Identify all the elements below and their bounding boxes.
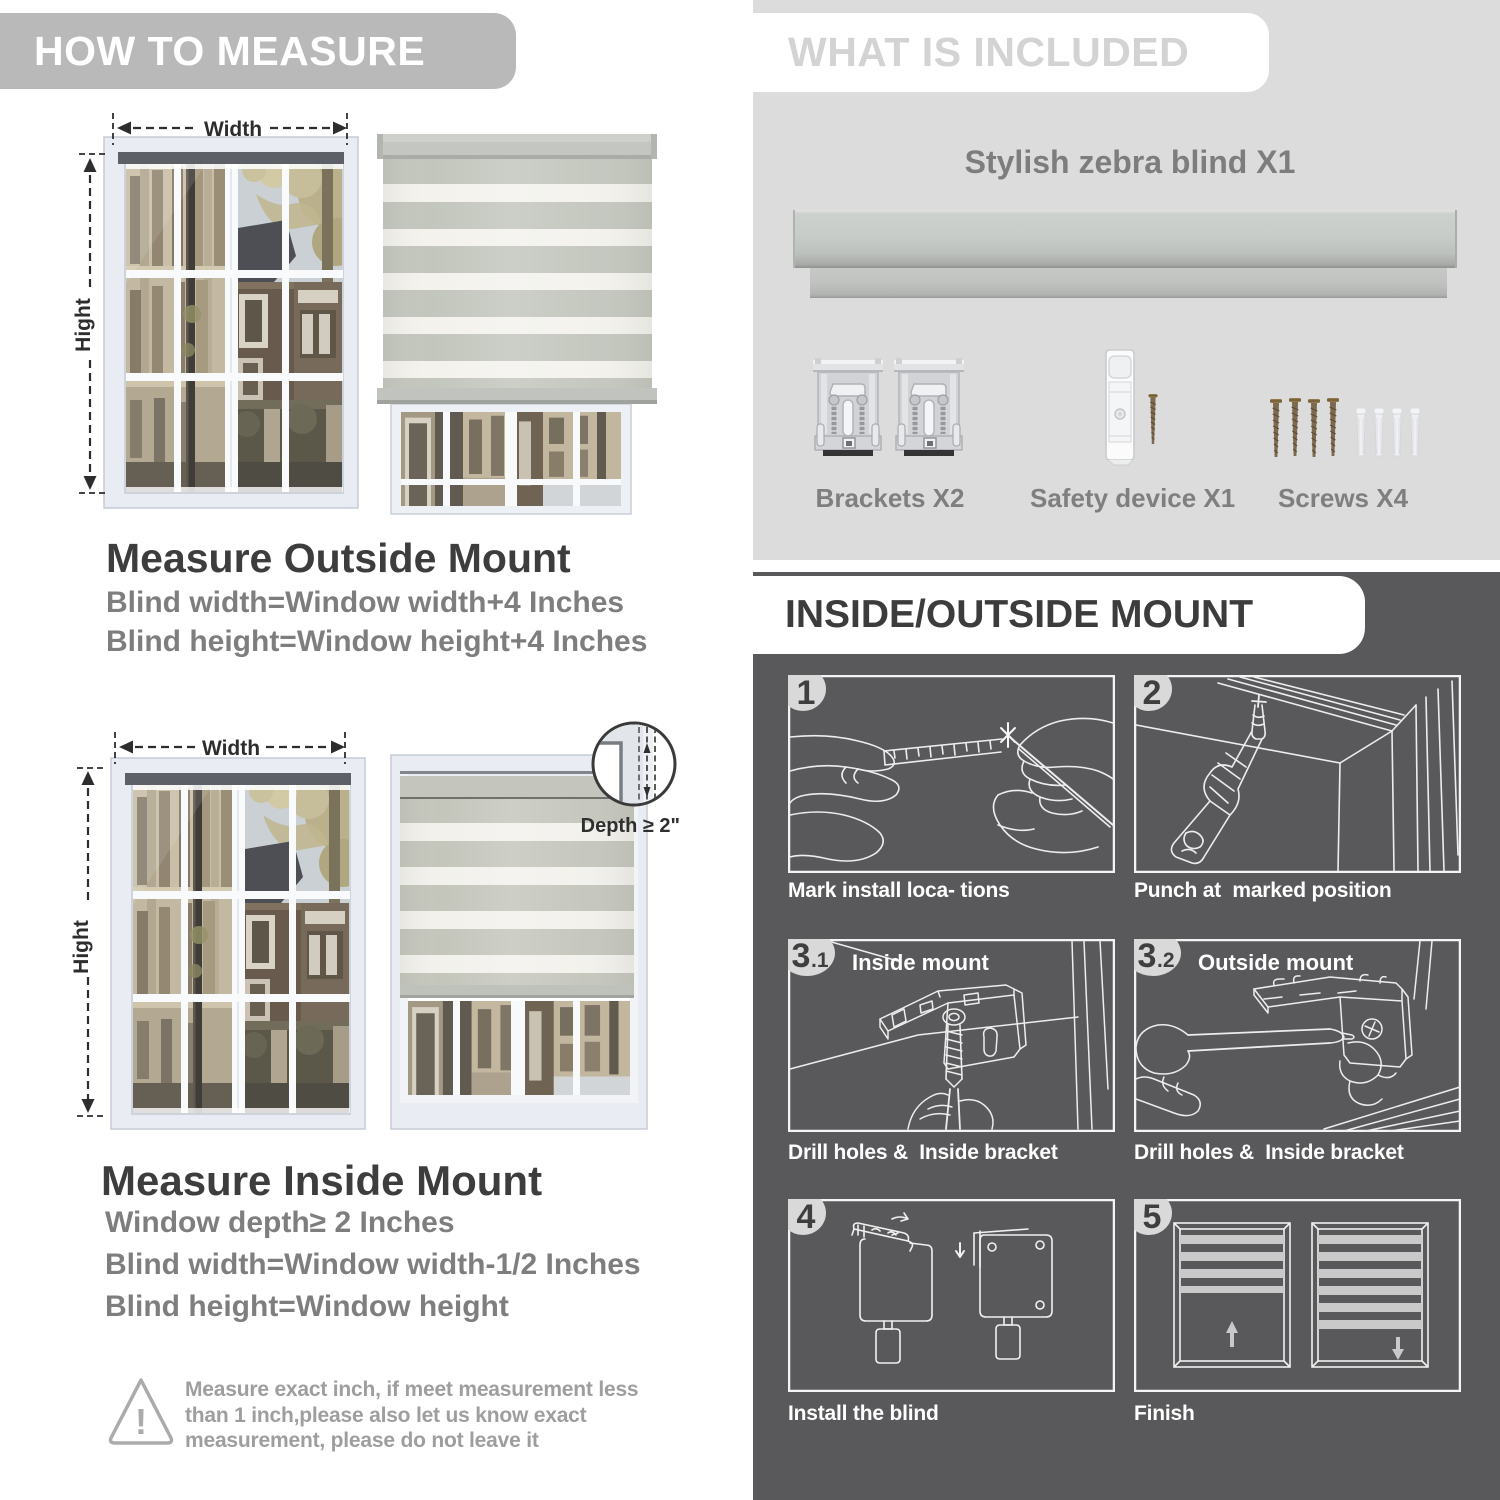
svg-text:3: 3 bbox=[1138, 939, 1157, 975]
svg-text:Depth ≥ 2": Depth ≥ 2" bbox=[581, 815, 680, 837]
svg-text:Hight: Hight bbox=[70, 920, 93, 974]
svg-text:Width: Width bbox=[204, 118, 262, 141]
svg-text:5: 5 bbox=[1143, 1199, 1162, 1236]
svg-text:Width: Width bbox=[202, 737, 260, 760]
svg-text:4: 4 bbox=[797, 1199, 816, 1236]
svg-text:Inside mount: Inside mount bbox=[852, 950, 990, 975]
svg-text:3: 3 bbox=[792, 939, 811, 975]
svg-text:!: ! bbox=[135, 1401, 147, 1442]
svg-text:Outside mount: Outside mount bbox=[1198, 950, 1354, 975]
svg-text:1: 1 bbox=[797, 675, 816, 712]
svg-text:.1: .1 bbox=[811, 949, 829, 972]
svg-text:.2: .2 bbox=[1157, 949, 1175, 972]
svg-text:2: 2 bbox=[1143, 675, 1162, 712]
svg-text:Hight: Hight bbox=[72, 298, 95, 352]
